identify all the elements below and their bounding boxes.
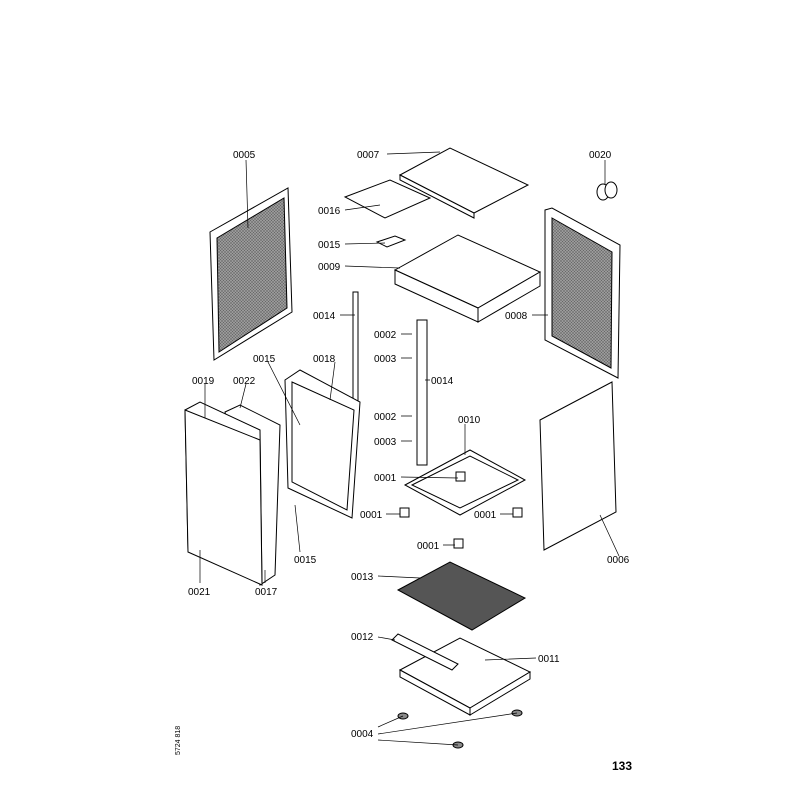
label-0002: 0002	[374, 330, 397, 341]
document-code: 5724 818	[175, 726, 182, 755]
label-0011: 0011	[538, 654, 560, 665]
label-0005: 0005	[233, 150, 256, 161]
back-panel-0018	[284, 369, 361, 519]
label-0001: 0001	[374, 473, 397, 484]
door-0017	[184, 401, 281, 586]
side-panel-0006	[539, 381, 617, 551]
label-0009: 0009	[318, 262, 341, 273]
label-0001: 0001	[474, 510, 497, 521]
label-0015: 0015	[294, 555, 317, 566]
label-0001: 0001	[360, 510, 383, 521]
label-0013: 0013	[351, 572, 374, 583]
rail-0014-center	[416, 319, 428, 466]
leader-lines	[199, 151, 620, 746]
label-0020: 0020	[589, 150, 612, 161]
label-0014: 0014	[313, 311, 336, 322]
label-0002: 0002	[374, 412, 397, 423]
label-0015: 0015	[318, 240, 341, 251]
base-0011	[391, 633, 532, 716]
label-0015: 0015	[253, 354, 276, 365]
label-0012: 0012	[351, 632, 374, 643]
side-panel-left-0005	[209, 187, 293, 361]
feet-0001	[399, 471, 523, 549]
side-panel-right-0008	[544, 207, 621, 379]
base-plate-0013	[396, 561, 527, 631]
label-0003: 0003	[374, 354, 397, 365]
label-0019: 0019	[192, 376, 215, 387]
label-0017: 0017	[255, 587, 278, 598]
label-0006: 0006	[607, 555, 630, 566]
base-frame-0010	[403, 449, 527, 516]
label-0001: 0001	[417, 541, 440, 552]
fitting-0020	[596, 181, 618, 201]
top-frame-0009	[393, 234, 542, 323]
label-0016: 0016	[318, 206, 341, 217]
label-0021: 0021	[188, 587, 211, 598]
label-0007: 0007	[357, 150, 380, 161]
page-number: 133	[612, 759, 632, 773]
label-0010: 0010	[458, 415, 481, 426]
label-0008: 0008	[505, 311, 528, 322]
label-0022: 0022	[233, 376, 256, 387]
label-0003: 0003	[374, 437, 397, 448]
control-panel-0016	[343, 179, 432, 219]
label-0018: 0018	[313, 354, 336, 365]
label-0014: 0014	[431, 376, 454, 387]
bracket-0015	[375, 235, 407, 248]
label-0004: 0004	[351, 729, 374, 740]
